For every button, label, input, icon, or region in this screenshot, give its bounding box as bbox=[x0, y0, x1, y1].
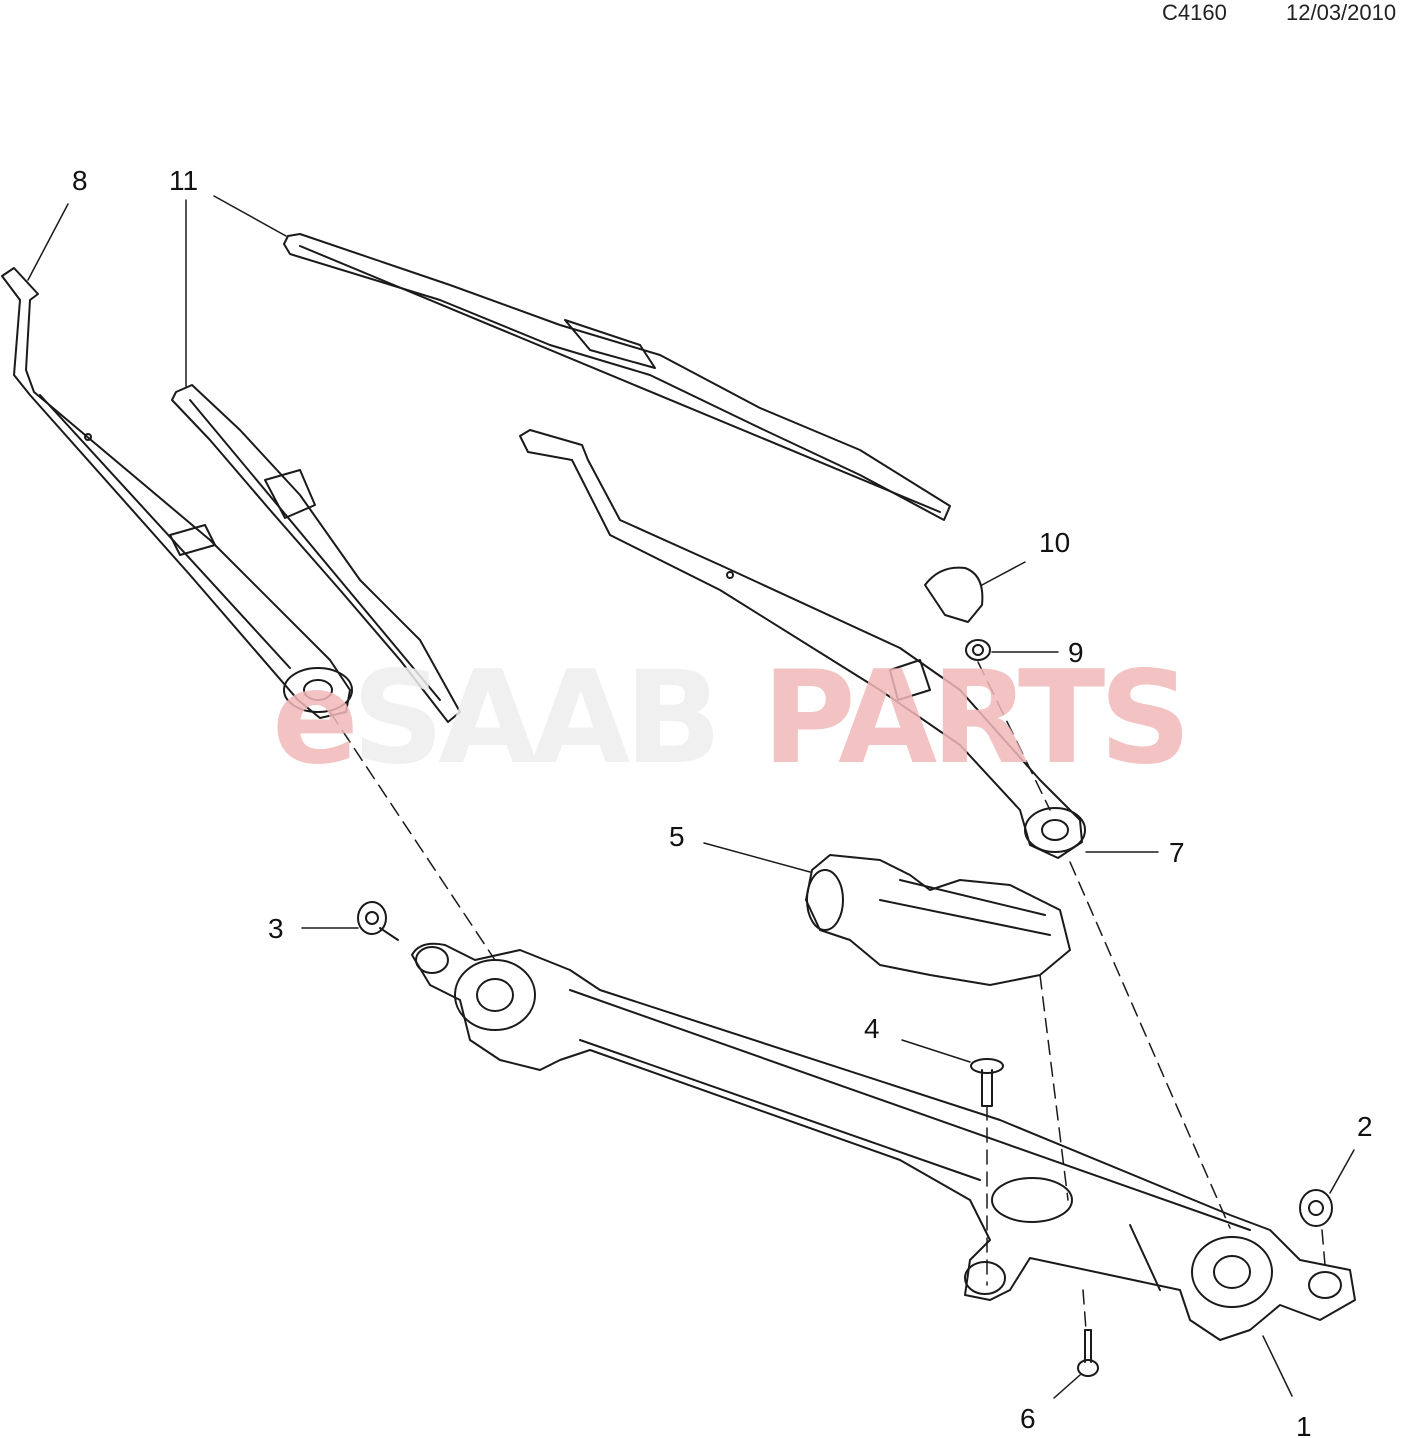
linkage-bolt-left[interactable] bbox=[357, 901, 399, 941]
cover-cap[interactable] bbox=[924, 566, 984, 623]
wiper-motor[interactable] bbox=[805, 854, 1071, 986]
long-wiper-blade[interactable] bbox=[283, 233, 951, 521]
diagram-date: 12/03/2010 bbox=[1286, 0, 1397, 25]
short-wiper-blade[interactable] bbox=[171, 384, 461, 723]
watermark: e SAAB PARTS bbox=[272, 644, 1191, 793]
callout-5: 5 bbox=[669, 821, 685, 852]
alignment-lines bbox=[329, 661, 1326, 1331]
diagram-code: C4160 bbox=[1162, 0, 1227, 25]
callout-9: 9 bbox=[1068, 637, 1084, 668]
callout-11: 11 bbox=[169, 165, 198, 196]
frame-bolt[interactable] bbox=[1077, 1329, 1099, 1377]
callout-4: 4 bbox=[864, 1013, 880, 1044]
wiper-linkage-frame[interactable] bbox=[411, 942, 1356, 1341]
watermark-suffix: PARTS bbox=[762, 644, 1185, 793]
callout-3: 3 bbox=[268, 913, 284, 944]
leader-lines bbox=[27, 195, 1355, 1399]
watermark-brand: SAAB bbox=[352, 644, 716, 793]
watermark-prefix: e bbox=[272, 644, 353, 793]
linkage-nut-right[interactable] bbox=[1299, 1189, 1333, 1227]
callout-6: 6 bbox=[1020, 1403, 1036, 1434]
callout-2: 2 bbox=[1357, 1111, 1373, 1142]
callout-8: 8 bbox=[72, 165, 88, 196]
callout-7: 7 bbox=[1169, 837, 1185, 868]
callout-10: 10 bbox=[1039, 527, 1070, 558]
right-wiper-arm[interactable] bbox=[519, 429, 1086, 859]
motor-screw[interactable] bbox=[970, 1058, 1004, 1107]
arm-nut[interactable] bbox=[965, 639, 991, 661]
left-wiper-arm[interactable] bbox=[1, 267, 353, 719]
callout-1: 1 bbox=[1296, 1411, 1312, 1438]
